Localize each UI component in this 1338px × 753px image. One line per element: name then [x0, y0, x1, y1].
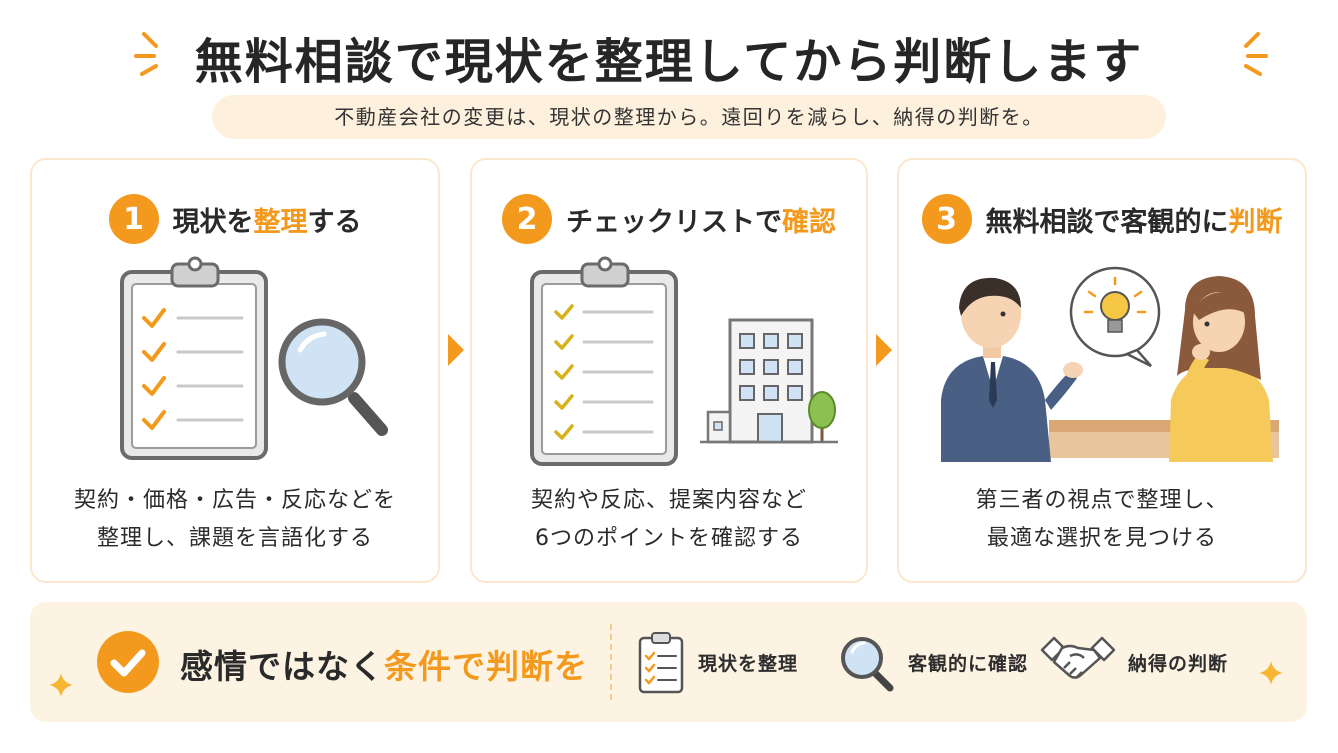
step-card-1: 1 現状を整理する 契約・価格・広告・反応などを 整理し、課題を言語化する — [30, 158, 440, 583]
summary-item-decide: 納得の判断 — [1040, 628, 1228, 696]
step-description: 契約や反応、提案内容など 6つのポイントを確認する — [530, 488, 807, 551]
step-header: 3 無料相談で客観的に判断 — [899, 194, 1305, 244]
sparkle-right-icon — [1244, 32, 1268, 76]
handshake-icon — [1040, 636, 1116, 679]
divider — [610, 624, 612, 700]
step-title: 無料相談で客観的に判断 — [985, 206, 1283, 238]
step-number-badge: 3 — [921, 194, 972, 244]
sparkle-star-icon — [49, 673, 73, 697]
step-header: 2 チェックリストで確認 — [472, 194, 866, 244]
sparkle-star-icon — [1259, 661, 1283, 685]
checklist-building-illustration — [530, 256, 838, 466]
clipboard-icon — [638, 632, 684, 694]
clipboard-magnifier-illustration — [120, 256, 388, 460]
step-header: 1 現状を整理する — [32, 194, 438, 244]
step-number-badge: 1 — [108, 194, 159, 244]
arrow-right-icon — [448, 334, 464, 366]
page-title: 無料相談で現状を整理してから判断します — [194, 34, 1144, 90]
step-card-3: 3 無料相談で客観的に判断 — [897, 158, 1307, 583]
bottom-summary-bar: 感情ではなく条件で判断を 現状を整理 客観的に確認 納得の — [30, 602, 1307, 722]
step-description: 契約・価格・広告・反応などを 整理し、課題を言語化する — [73, 488, 396, 551]
step-title: チェックリストで確認 — [566, 206, 836, 238]
step-title: 現状を整理する — [172, 206, 362, 238]
summary-item-check: 客観的に確認 — [838, 628, 1028, 696]
sparkle-left-icon — [134, 32, 158, 76]
summary-message: 感情ではなく条件で判断を — [180, 647, 588, 686]
step-card-2: 2 チェックリストで確認 — [470, 158, 868, 583]
check-circle-icon — [97, 631, 159, 693]
step-description: 第三者の視点で整理し、 最適な選択を見つける — [975, 488, 1229, 551]
step-number-badge: 2 — [502, 194, 552, 244]
magnifier-icon — [841, 637, 894, 692]
arrow-right-icon — [876, 334, 892, 366]
subtitle-banner: 不動産会社の変更は、現状の整理から。遠回りを減らし、納得の判断を。 — [212, 95, 1166, 139]
consultation-illustration — [941, 266, 1279, 462]
summary-item-organize: 現状を整理 — [636, 628, 798, 696]
